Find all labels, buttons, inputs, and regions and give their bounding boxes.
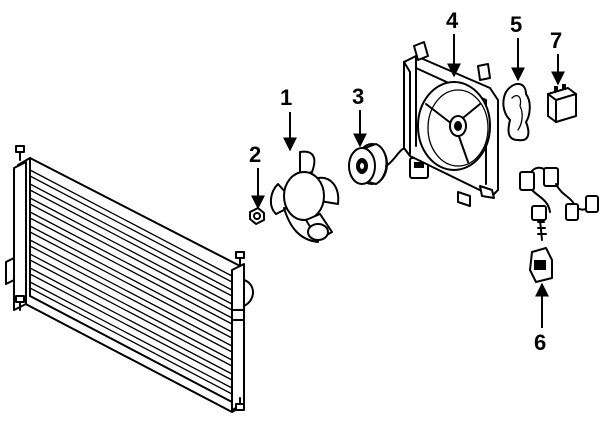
fan-blade <box>270 150 340 243</box>
callout-4: 4 <box>446 8 461 78</box>
shroud-seal <box>502 83 531 142</box>
callout-5-label: 5 <box>510 12 522 37</box>
callout-2: 2 <box>249 142 265 210</box>
condenser <box>5 145 254 413</box>
callout-7: 7 <box>550 28 565 86</box>
callout-6: 6 <box>534 282 549 355</box>
callout-4-label: 4 <box>446 8 459 33</box>
condenser-fins <box>29 169 233 395</box>
callout-3: 3 <box>352 84 367 148</box>
callout-7-label: 7 <box>550 28 562 53</box>
callout-2-label: 2 <box>249 142 261 167</box>
callout-1-label: 1 <box>280 85 292 110</box>
wiring-harness <box>519 166 599 283</box>
callout-1: 1 <box>280 85 297 152</box>
callout-5: 5 <box>510 12 525 82</box>
fan-relay <box>547 84 577 123</box>
callout-6-label: 6 <box>534 330 546 355</box>
fan-nut <box>249 207 265 225</box>
fan-shroud <box>403 41 499 207</box>
callout-3-label: 3 <box>352 84 364 109</box>
